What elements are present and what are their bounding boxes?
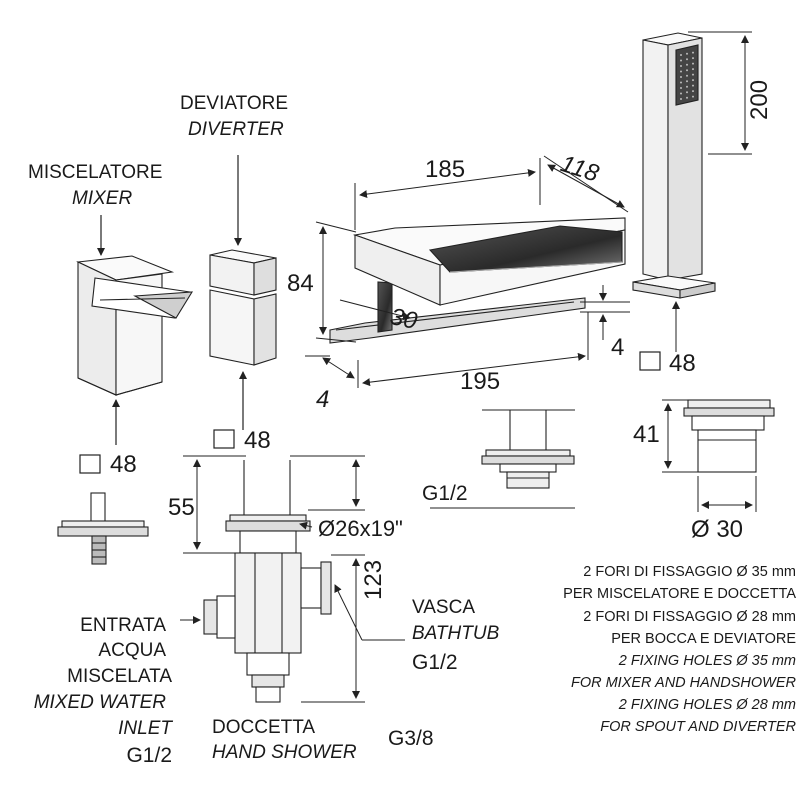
inlet-label-en-1: MIXED WATER [33,692,166,713]
mixer-drawing [76,255,194,396]
mixer-square-symbol [79,454,101,474]
nozzle-dot [680,76,682,78]
dim-spout-thread: G1/2 [422,482,468,505]
nozzle-dot [686,69,688,72]
spout-fixing-drawing [481,410,575,489]
handshower-square-symbol [639,351,661,371]
note-line: PER MISCELATORE E DOCCETTA [563,586,796,602]
inlet-label-it-2: ACQUA [98,640,166,661]
dim-diverter-base: 48 [244,427,271,454]
dim-diverter-body-height: 123 [360,559,387,600]
dim-handshower-height: 200 [746,79,773,120]
diverter-body-drawing [203,460,332,703]
note-line: FOR SPOUT AND DIVERTER [600,719,796,735]
nozzle-dot [692,57,694,60]
nozzle-dot [680,87,682,89]
handshower-fixing-dimension-lines [662,399,757,512]
dim-diverter-fixing-depth: 55 [168,494,195,521]
handshower-drawing [632,32,716,299]
handshower-dots [680,51,694,100]
diverter-label-en: DIVERTER [188,119,284,140]
nozzle-dot [680,92,682,95]
nozzle-dot [692,90,694,93]
nozzle-dot [680,59,682,62]
nozzle-dot [692,84,694,87]
mixer-label-it: MISCELATORE [28,162,163,183]
dim-spout-width: 185 [425,156,466,183]
dim-diverter-diameter: Ø26x19" [318,516,403,541]
dim-base-thickness-left: 4 [316,386,330,413]
dim-spout-height: 84 [287,270,314,297]
nozzle-dot [692,79,694,82]
handshower-dimension-lines [672,31,752,352]
dim-base-thickness-right: 4 [611,334,625,361]
spout-drawing [329,217,626,344]
nozzle-dot [686,91,688,94]
nozzle-dot [692,95,694,98]
dim-handshower-fixing-height: 41 [633,421,660,448]
diverter-dimension-lines [180,455,405,703]
nozzle-dot [680,98,682,100]
inlet-label-it-1: ENTRATA [80,615,166,636]
bathtub-label-en: BATHTUB [412,623,500,644]
dim-mixer-base: 48 [110,451,137,478]
nozzle-dot [680,81,682,84]
mixer-label-en: MIXER [72,188,133,209]
note-line: PER BOCCA E DEVIATORE [611,631,796,647]
nozzle-dot [692,51,694,54]
bathtub-label-it: VASCA [412,597,476,618]
nozzle-dot [686,74,688,77]
nozzle-dot [686,52,688,55]
handshower-label-it: DOCCETTA [212,717,316,738]
nozzle-dot [680,54,682,56]
nozzle-dot [692,73,694,76]
nozzle-dot [680,70,682,73]
inlet-label-en-2: INLET [118,718,172,739]
spout-dimension-lines [305,155,630,388]
mixer-fixing-drawing [57,492,149,565]
nozzle-dot [686,80,688,83]
spout-fixing-dimension-lines [430,409,575,509]
nozzle-dot [686,85,688,88]
nozzle-dot [692,62,694,65]
diverter-drawing [209,249,277,366]
inlet-label-it-3: MISCELATA [67,666,172,687]
nozzle-dot [680,65,682,67]
handshower-fixing-drawing [683,399,775,473]
nozzle-dot [686,58,688,61]
note-line: FOR MIXER AND HANDSHOWER [570,675,796,691]
dim-handshower-base: 48 [669,350,696,377]
diverter-square-symbol [213,429,235,449]
dim-handshower-fixing-diameter: Ø 30 [691,516,744,543]
note-line: 2 FIXING HOLES Ø 28 mm [618,697,796,713]
diverter-label-it: DEVIATORE [180,93,289,114]
inlet-thread: G1/2 [126,744,172,767]
handshower-label-en: HAND SHOWER [212,742,357,763]
bathtub-thread: G1/2 [412,651,458,674]
dim-spout-projection: 30 [387,303,420,336]
nozzle-dot [692,68,694,71]
nozzle-dot [686,63,688,66]
note-line: 2 FORI DI FISSAGGIO Ø 35 mm [583,564,796,580]
handshower-thread: G3/8 [388,727,434,750]
note-line: 2 FORI DI FISSAGGIO Ø 28 mm [583,609,796,625]
dim-spout-base-length: 195 [460,368,501,395]
nozzle-dot [686,96,688,99]
note-line: 2 FIXING HOLES Ø 35 mm [618,653,796,669]
